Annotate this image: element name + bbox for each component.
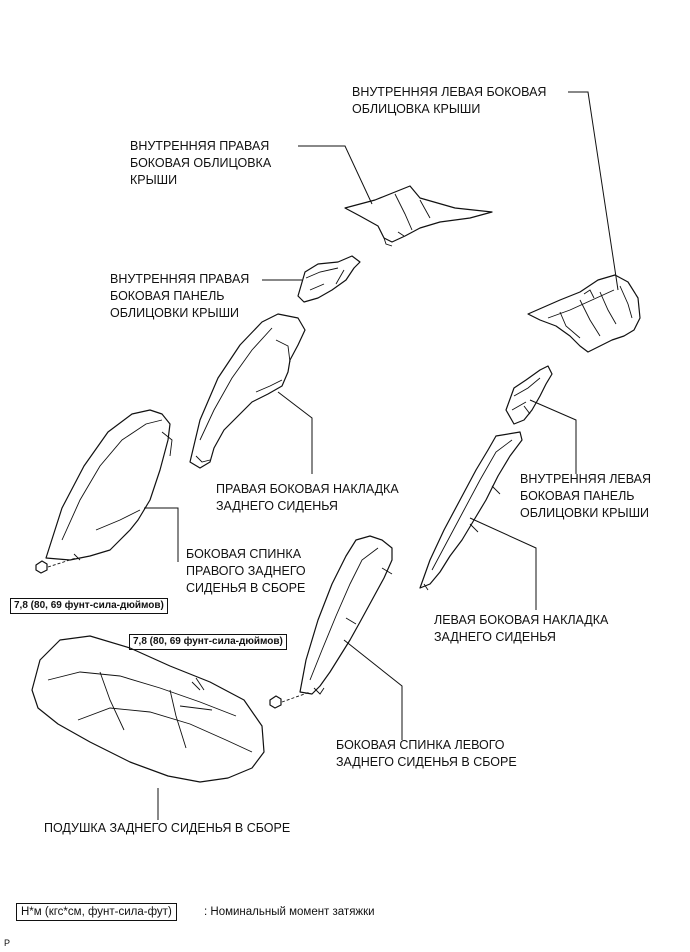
label-seat-cushion-assy: ПОДУШКА ЗАДНЕГО СИДЕНЬЯ В СБОРЕ xyxy=(44,821,291,835)
left-seat-side-trim-drawing xyxy=(419,431,523,591)
right-seat-side-trim-drawing xyxy=(189,313,306,469)
label-right-seat-side-trim: ПРАВАЯ БОКОВАЯ НАКЛАДКА ЗАДНЕГО СИДЕНЬЯ xyxy=(216,482,399,513)
label-left-seatback-assy: БОКОВАЯ СПИНКА ЛЕВОГО ЗАДНЕГО СИДЕНЬЯ В … xyxy=(336,738,517,769)
torque-box-left: 7,8 (80, 69 фунт-сила-дюймов) xyxy=(129,634,287,650)
label-right-roof-side-trim: ВНУТРЕННЯЯ ПРАВАЯ БОКОВАЯ ОБЛИЦОВКА КРЫШ… xyxy=(130,139,272,187)
label-left-roof-side-trim: ВНУТРЕННЯЯ ЛЕВАЯ БОКОВАЯ ОБЛИЦОВКА КРЫШИ xyxy=(352,85,547,116)
right-seatback-drawing xyxy=(45,409,173,561)
right-roof-side-trim-drawing xyxy=(344,185,493,247)
left-bolt-drawing xyxy=(269,691,311,709)
right-roof-side-panel-drawing xyxy=(297,255,361,303)
label-right-seatback-assy: БОКОВАЯ СПИНКА ПРАВОГО ЗАДНЕГО СИДЕНЬЯ В… xyxy=(186,547,306,595)
label-right-roof-side-panel: ВНУТРЕННЯЯ ПРАВАЯ БОКОВАЯ ПАНЕЛЬ ОБЛИЦОВ… xyxy=(110,272,250,320)
label-left-seat-side-trim: ЛЕВАЯ БОКОВАЯ НАКЛАДКА ЗАДНЕГО СИДЕНЬЯ xyxy=(434,613,609,644)
left-roof-side-trim-drawing xyxy=(527,274,641,353)
torque-box-right: 7,8 (80, 69 фунт-сила-дюймов) xyxy=(10,598,168,614)
corner-mark: P xyxy=(4,938,11,948)
legend-unit-box: Н*м (кгс*см, фунт-сила-фут) xyxy=(16,903,177,921)
right-bolt-drawing xyxy=(35,557,77,574)
left-seatback-drawing xyxy=(299,535,393,695)
leader-lines xyxy=(144,91,619,820)
legend-description: : Номинальный момент затяжки xyxy=(204,906,375,918)
seat-cushion-drawing xyxy=(31,635,265,783)
label-left-roof-side-panel: ВНУТРЕННЯЯ ЛЕВАЯ БОКОВАЯ ПАНЕЛЬ ОБЛИЦОВК… xyxy=(520,472,652,520)
left-roof-side-panel-drawing xyxy=(505,365,553,425)
